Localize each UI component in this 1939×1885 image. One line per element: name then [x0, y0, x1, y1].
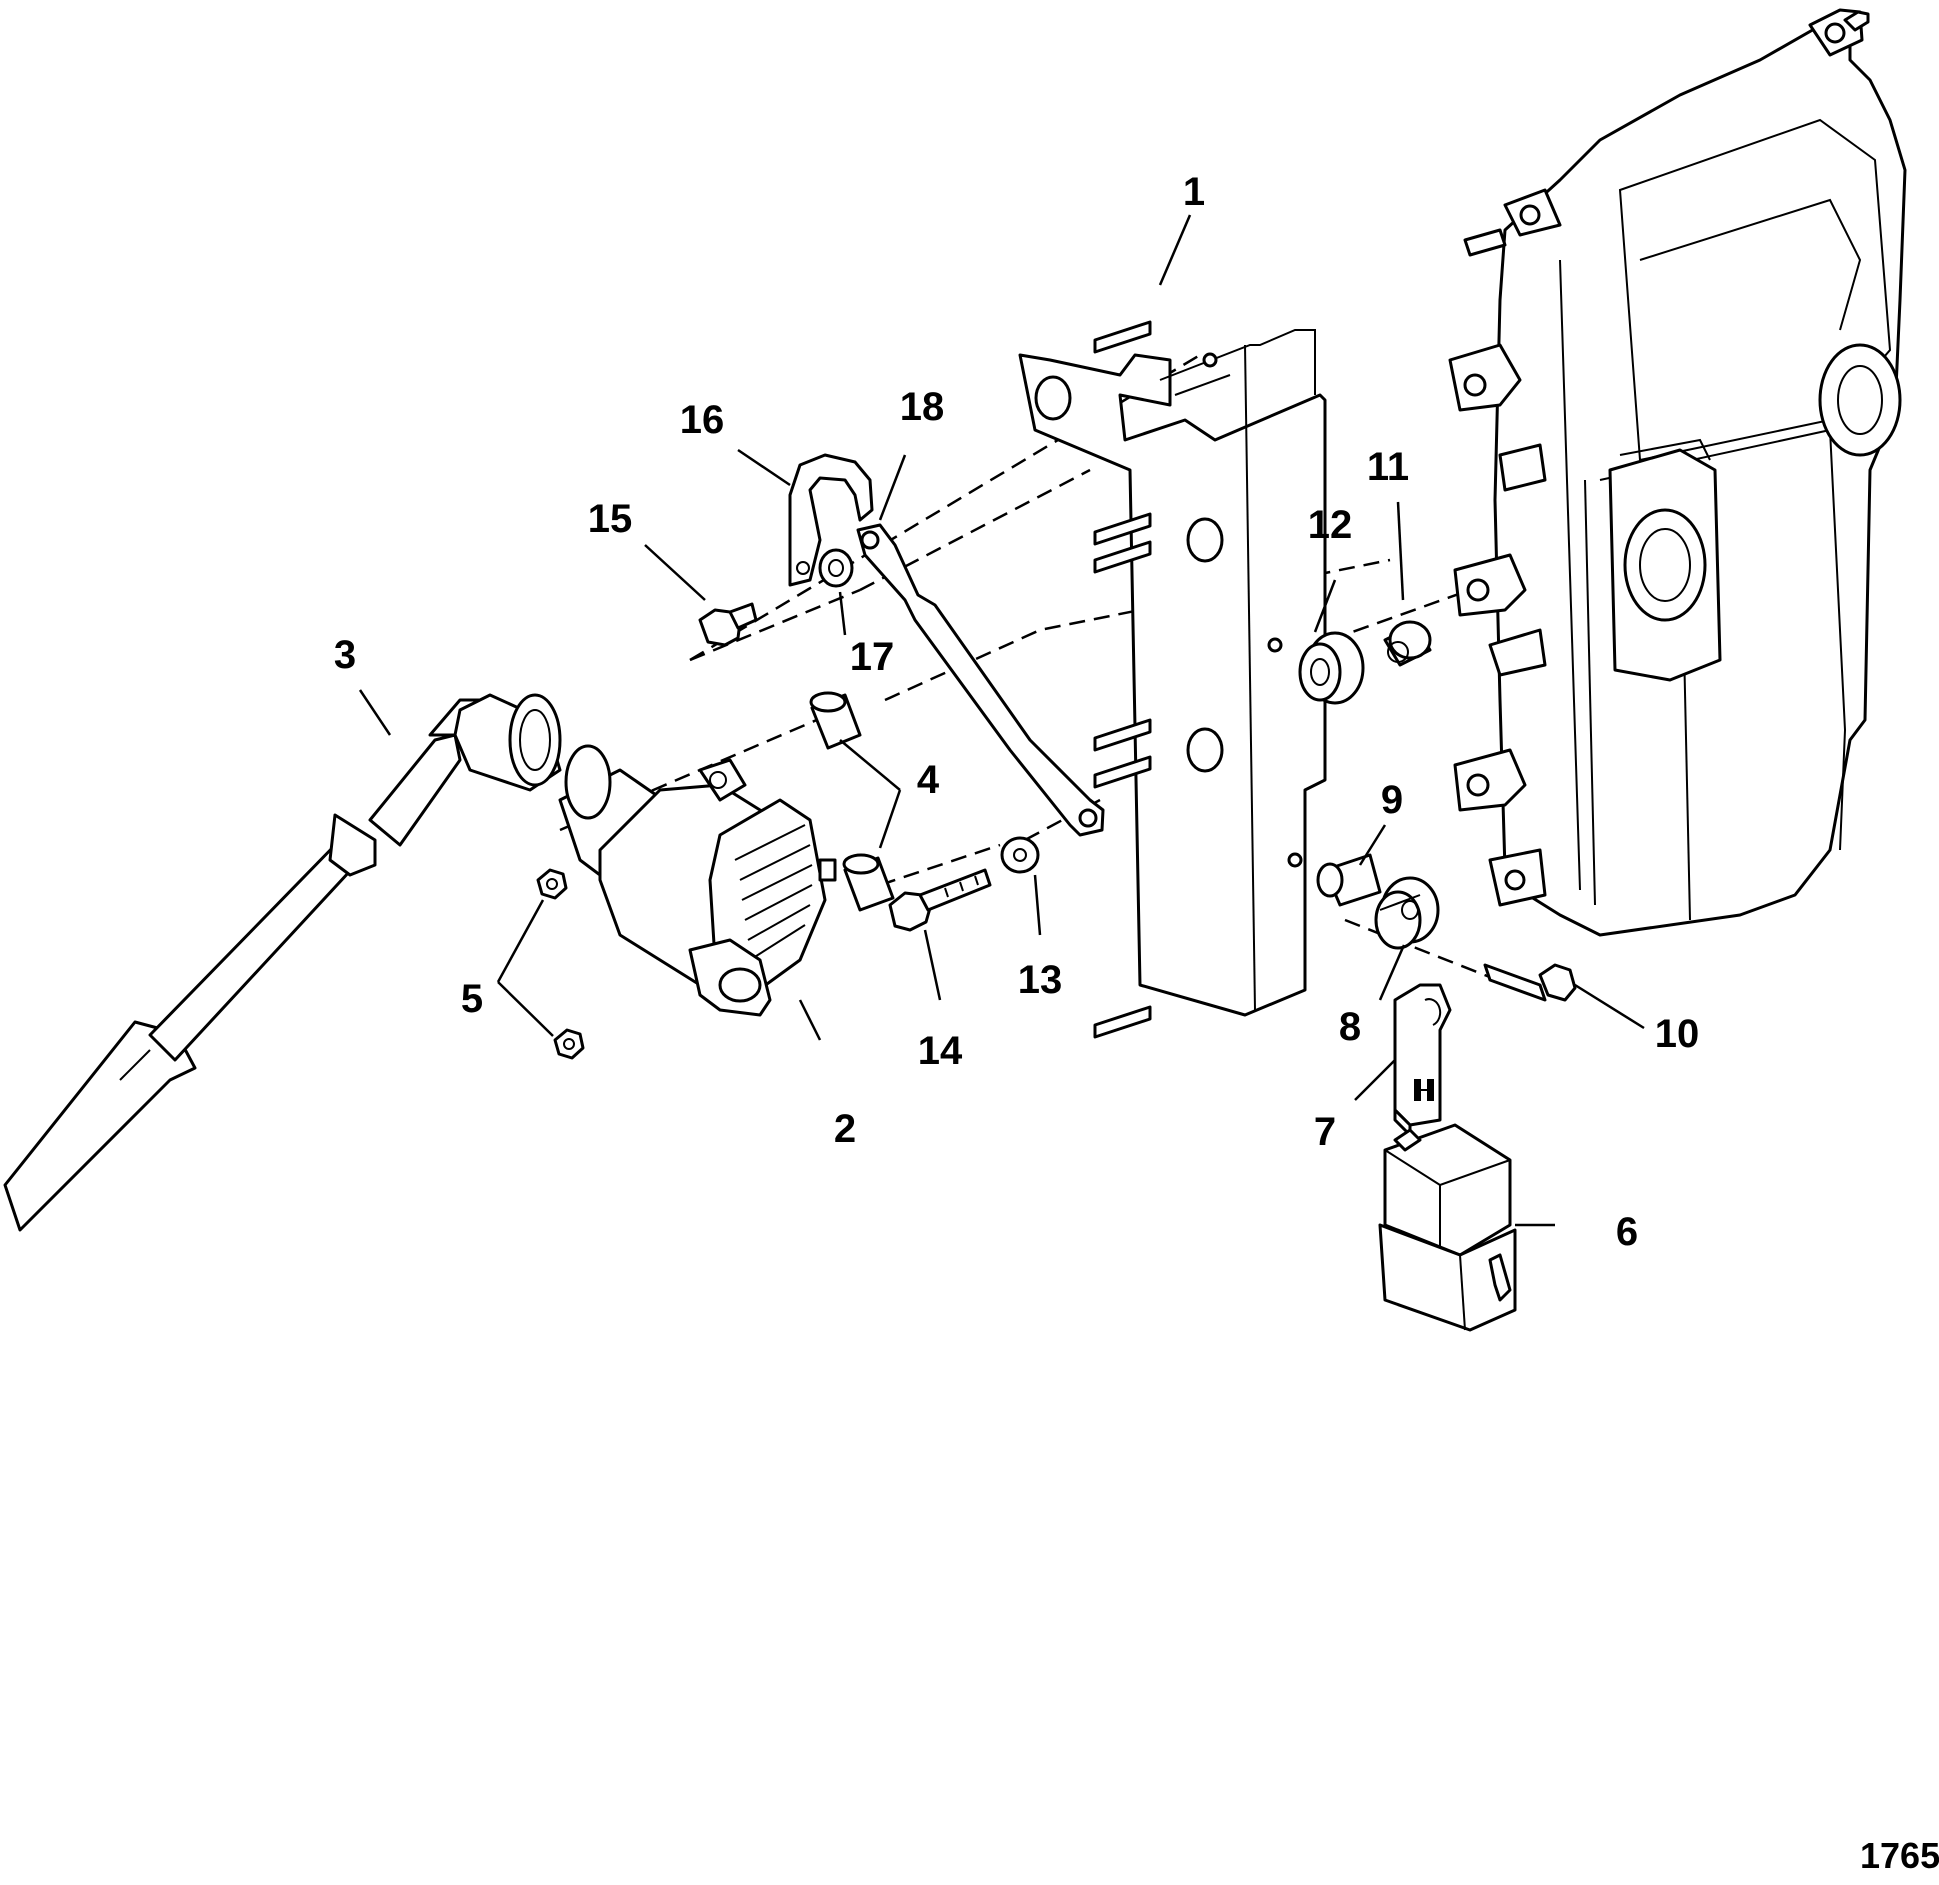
spark-plug-lead	[3, 693, 562, 1232]
callout-14: 14	[918, 1029, 963, 1073]
callout-13: 13	[1018, 958, 1063, 1002]
bolt-long	[1483, 963, 1577, 1002]
callout-15: 15	[588, 497, 633, 541]
callout-6: 6	[1616, 1210, 1638, 1254]
nut-upper	[536, 868, 568, 900]
bolt-medium	[888, 868, 992, 932]
callout-2: 2	[834, 1107, 856, 1151]
sleeve-upper	[1383, 620, 1432, 667]
callout-16: 16	[680, 398, 725, 442]
callout-7: 7	[1314, 1110, 1336, 1154]
flat-washer	[1000, 836, 1040, 874]
bolt-small	[698, 602, 758, 647]
ignition-coil	[558, 744, 837, 1017]
clamp	[788, 453, 874, 587]
nut-lower	[553, 1028, 585, 1060]
grommet	[1298, 631, 1365, 705]
callout-9: 9	[1381, 778, 1403, 822]
mounting-grommet	[1374, 876, 1440, 950]
callout-labels: 1 2 3 4 5 6 7 8 9 10 11 12 13 14 15 16 1…	[334, 170, 1699, 1254]
callout-11: 11	[1367, 445, 1409, 489]
callout-5: 5	[461, 977, 483, 1021]
mounting-bracket	[1018, 320, 1327, 1039]
callout-12: 12	[1308, 503, 1353, 547]
callout-1: 1	[1183, 170, 1205, 214]
callout-17: 17	[850, 635, 895, 679]
relay	[1378, 1123, 1517, 1332]
callout-4: 4	[917, 758, 940, 802]
module-housing	[1448, 8, 1907, 937]
leader-lines	[358, 214, 1645, 1227]
callout-10: 10	[1655, 1012, 1700, 1056]
sleeve-lower	[1316, 853, 1382, 907]
callout-18: 18	[900, 385, 945, 429]
callout-3: 3	[334, 633, 356, 677]
spacer-lower	[842, 853, 895, 912]
spacer-upper	[809, 691, 862, 750]
washer-small	[818, 548, 854, 588]
figure-number: 17656	[1860, 1835, 1939, 1876]
callout-8: 8	[1339, 1005, 1361, 1049]
retaining-clip	[1393, 983, 1452, 1137]
ground-strap	[856, 523, 1105, 837]
